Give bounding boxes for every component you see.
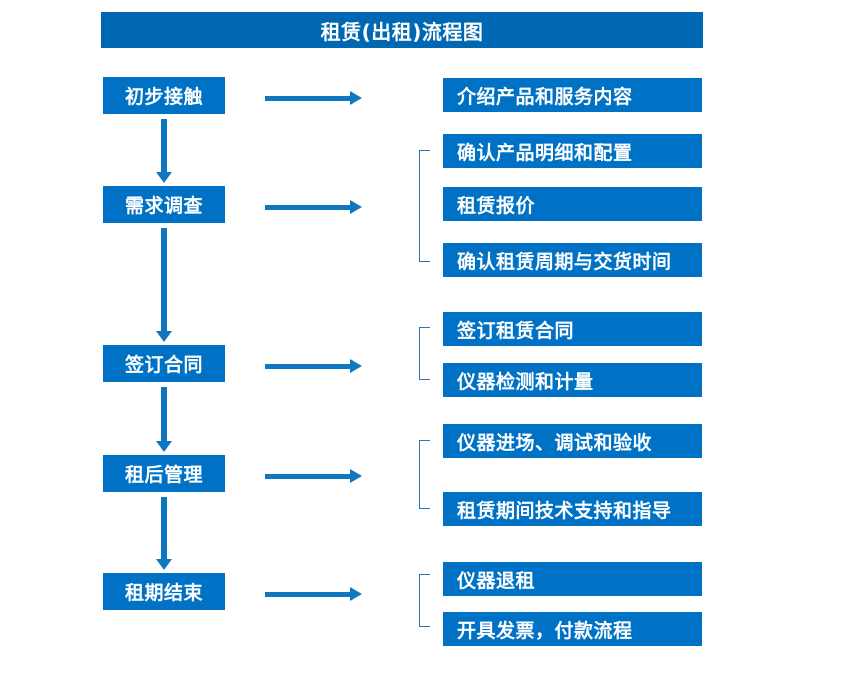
detail-box-1[interactable]: 介绍产品和服务内容 — [443, 78, 702, 112]
stage-box-5[interactable]: 租期结束 — [103, 573, 225, 610]
group-bracket-4 — [419, 440, 430, 509]
detail-box-6[interactable]: 仪器检测和计量 — [443, 363, 702, 397]
detail-box-5[interactable]: 签订租赁合同 — [443, 312, 702, 346]
detail-box-2[interactable]: 确认产品明细和配置 — [443, 134, 702, 168]
group-bracket-5 — [419, 574, 430, 627]
detail-box-9[interactable]: 仪器退租 — [443, 562, 702, 596]
diagram-title: 租赁(出租)流程图 — [101, 12, 703, 48]
group-bracket-2 — [419, 150, 430, 262]
detail-box-8[interactable]: 租赁期间技术支持和指导 — [443, 492, 702, 526]
stage-box-2[interactable]: 需求调查 — [103, 186, 225, 223]
detail-box-3[interactable]: 租赁报价 — [443, 187, 702, 221]
stage-box-3[interactable]: 签订合同 — [103, 345, 225, 382]
detail-box-10[interactable]: 开具发票，付款流程 — [443, 612, 702, 646]
detail-box-7[interactable]: 仪器进场、调试和验收 — [443, 424, 702, 458]
stage-box-4[interactable]: 租后管理 — [103, 455, 225, 492]
stage-box-1[interactable]: 初步接触 — [103, 77, 225, 114]
detail-box-4[interactable]: 确认租赁周期与交货时间 — [443, 243, 702, 277]
group-bracket-3 — [419, 327, 430, 380]
